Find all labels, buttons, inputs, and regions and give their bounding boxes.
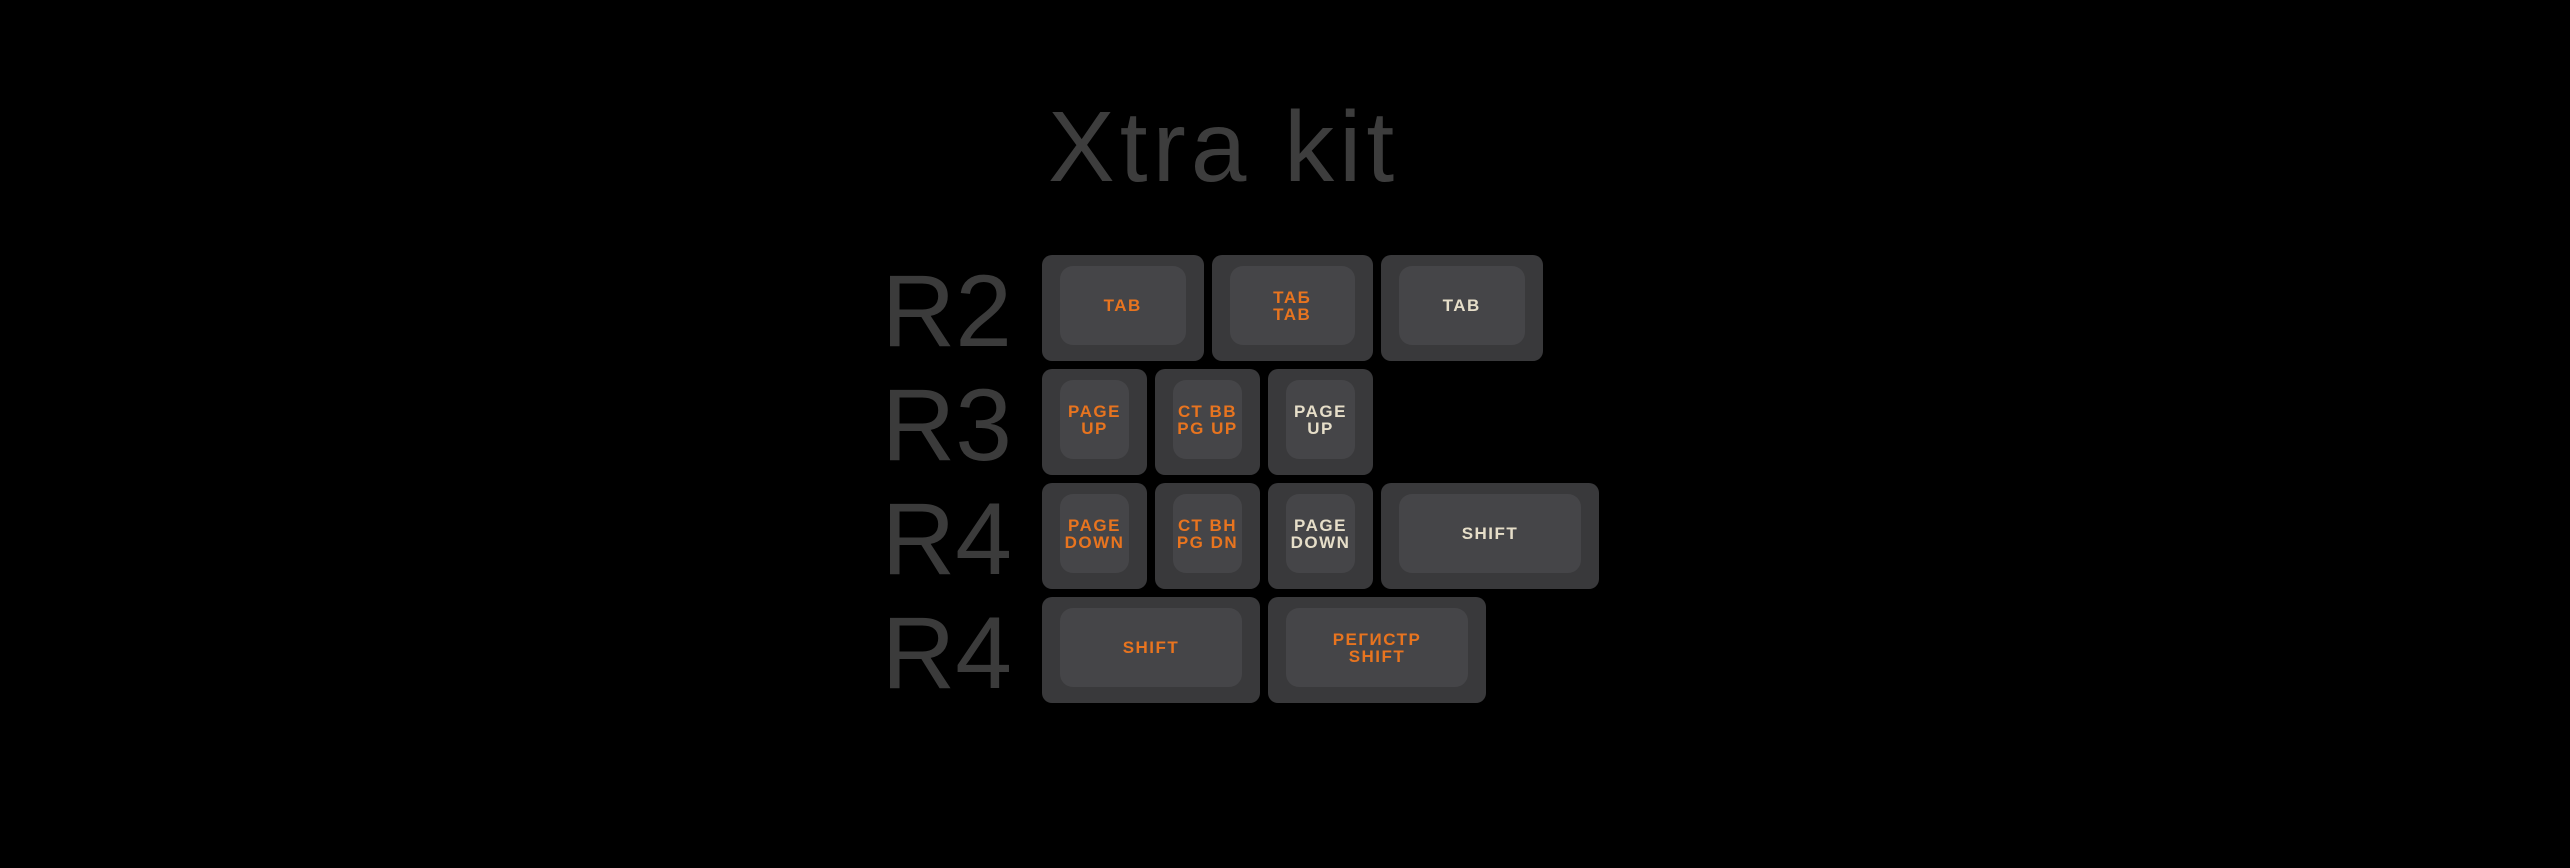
row-label: R4 — [881, 482, 1012, 596]
keycap-top-surface: SHIFT — [1399, 494, 1581, 573]
keycap-shift: SHIFT — [1042, 597, 1260, 703]
keycap-legend: SHIFT — [1122, 638, 1180, 657]
keycap-legend: PAGE — [1294, 401, 1347, 421]
keycap-legend: UP — [1307, 418, 1334, 438]
keycap-legend: TAB — [1442, 296, 1481, 315]
keycap-legend: СТ ВВ — [1177, 401, 1237, 421]
keycap-legend: SHIFT — [1461, 524, 1519, 543]
kit-title: Xtra kit — [1048, 91, 1400, 203]
keycap-legend: SHIFT — [1348, 646, 1406, 666]
keycap-legend: ТАБ — [1273, 287, 1312, 307]
keycap-legend: СТ ВН — [1177, 515, 1237, 535]
keycap-legend: РЕГИСТР — [1332, 629, 1422, 649]
keycap-legend: PAGE — [1068, 401, 1121, 421]
keycap-legend: UP — [1081, 418, 1108, 438]
keycap-legend: DOWN — [1290, 532, 1351, 552]
keycap-legend: PG UP — [1177, 418, 1238, 438]
keycap-top-surface: SHIFT — [1060, 608, 1242, 687]
keycap-tab: TAB — [1381, 255, 1543, 361]
row-label: R4 — [881, 596, 1012, 710]
keycap-shift: SHIFT — [1381, 483, 1599, 589]
keycap-legend: DOWN — [1064, 532, 1125, 552]
keycap-legend: PG DN — [1176, 532, 1239, 552]
row-label: R3 — [881, 368, 1012, 482]
keycap-legend: TAB — [1273, 304, 1312, 324]
keycap-top-surface: TAB — [1060, 266, 1186, 345]
keycap-ст вн-pg dn: СТ ВНPG DN — [1155, 483, 1260, 589]
keycap-ст вв-pg up: СТ ВВPG UP — [1155, 369, 1260, 475]
keycap-legend: PAGE — [1068, 515, 1121, 535]
keycap-tab: TAB — [1042, 255, 1204, 361]
keycap-legend: PAGE — [1294, 515, 1347, 535]
row-label: R2 — [881, 254, 1012, 368]
keycap-top-surface: TAB — [1399, 266, 1525, 345]
keycap-legend: TAB — [1103, 296, 1142, 315]
